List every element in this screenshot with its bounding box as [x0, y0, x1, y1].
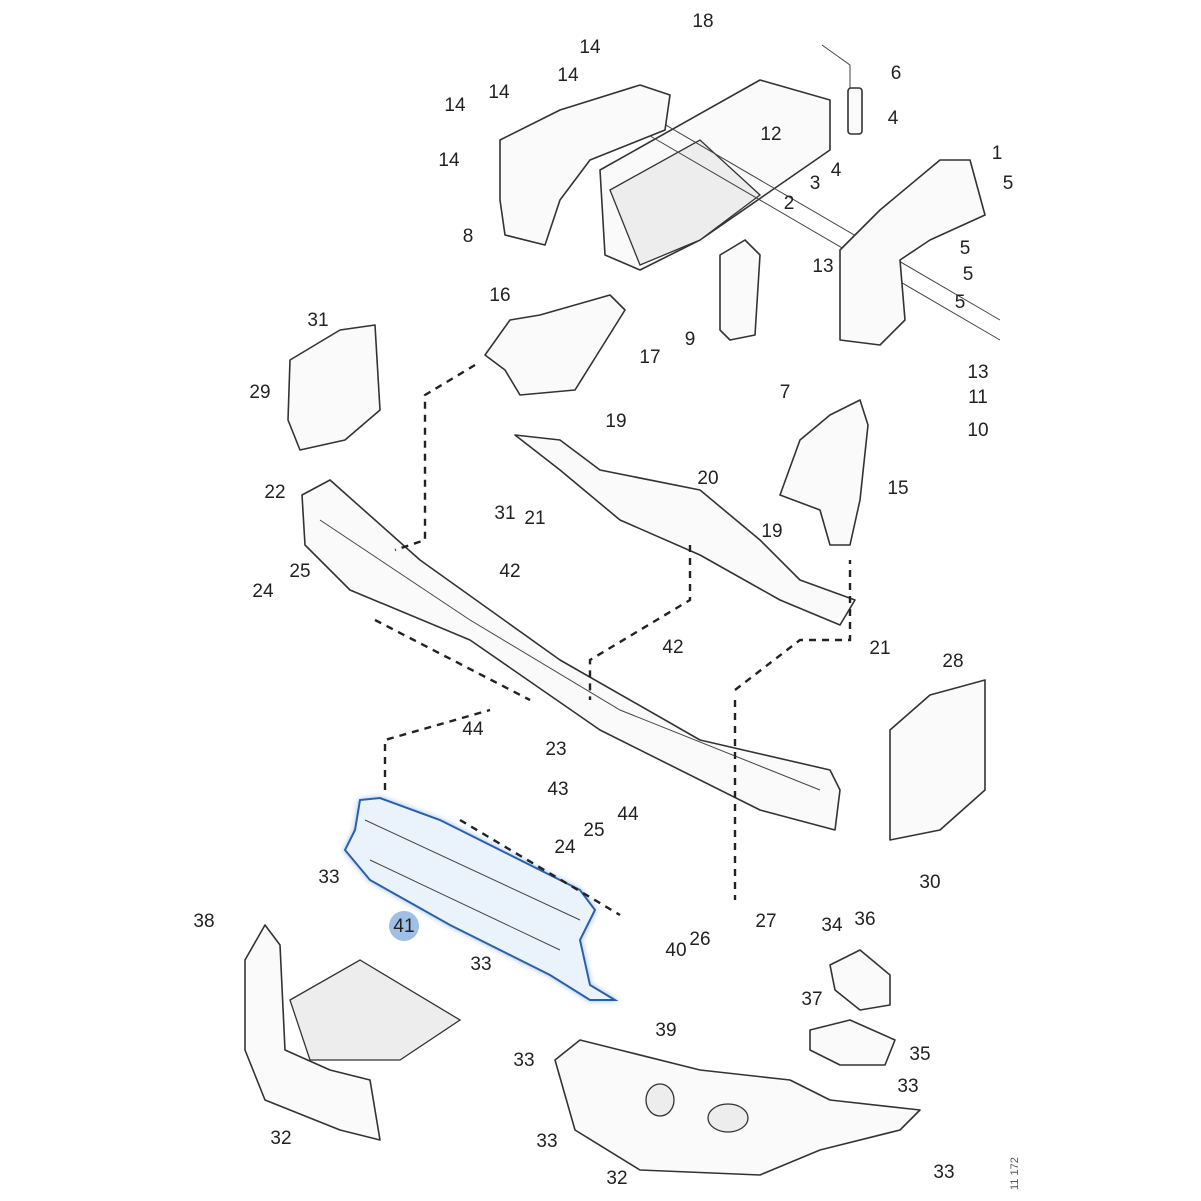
- callout-8[interactable]: 8: [463, 226, 474, 247]
- callout-32[interactable]: 32: [270, 1128, 291, 1149]
- callout-33[interactable]: 33: [513, 1050, 534, 1071]
- highlight-marker: [389, 911, 419, 941]
- callout-25[interactable]: 25: [583, 820, 604, 841]
- callout-33[interactable]: 33: [897, 1076, 918, 1097]
- bumper-beam-22: [301, 479, 841, 831]
- callout-12[interactable]: 12: [760, 124, 781, 145]
- callout-14[interactable]: 14: [579, 37, 601, 58]
- callout-17[interactable]: 17: [639, 347, 660, 368]
- callout-22[interactable]: 22: [264, 482, 285, 503]
- bracket-34: [829, 949, 891, 1011]
- callout-36[interactable]: 36: [854, 909, 875, 930]
- callout-33[interactable]: 33: [318, 867, 339, 888]
- callout-6[interactable]: 6: [891, 63, 902, 84]
- callout-5[interactable]: 5: [1003, 173, 1014, 194]
- callout-21[interactable]: 21: [869, 638, 890, 659]
- callout-10[interactable]: 10: [967, 420, 988, 441]
- callout-30[interactable]: 30: [919, 872, 940, 893]
- cross-member-20: [514, 434, 856, 626]
- callout-24[interactable]: 24: [252, 581, 274, 602]
- callout-44[interactable]: 44: [462, 719, 484, 740]
- callout-7[interactable]: 7: [780, 382, 791, 403]
- callout-31[interactable]: 31: [307, 310, 328, 331]
- callout-33[interactable]: 33: [933, 1162, 954, 1183]
- callout-13[interactable]: 13: [812, 256, 833, 277]
- bracket-35: [809, 1019, 896, 1066]
- skid-plate: [289, 959, 462, 1061]
- callout-37[interactable]: 37: [801, 989, 822, 1010]
- bracket-15: [779, 399, 869, 546]
- bracket-8: [499, 84, 671, 246]
- callout-38[interactable]: 38: [193, 911, 214, 932]
- callout-4[interactable]: 4: [831, 160, 842, 181]
- callout-1[interactable]: 1: [992, 143, 1003, 164]
- callout-27[interactable]: 27: [755, 911, 776, 932]
- callout-16[interactable]: 16: [489, 285, 510, 306]
- callout-33[interactable]: 33: [536, 1131, 557, 1152]
- callout-24[interactable]: 24: [554, 837, 576, 858]
- callout-21[interactable]: 21: [524, 508, 545, 529]
- plate-9: [719, 239, 761, 341]
- plate-28: [889, 679, 986, 841]
- sensor-6: [821, 44, 863, 135]
- callout-18[interactable]: 18: [692, 11, 713, 32]
- callout-15[interactable]: 15: [887, 478, 908, 499]
- callout-35[interactable]: 35: [909, 1044, 930, 1065]
- callout-43[interactable]: 43: [547, 779, 568, 800]
- callout-14[interactable]: 14: [488, 82, 510, 103]
- callout-26[interactable]: 26: [689, 929, 710, 950]
- callout-28[interactable]: 28: [942, 651, 963, 672]
- callout-42[interactable]: 42: [499, 561, 520, 582]
- callout-19[interactable]: 19: [761, 521, 782, 542]
- callout-2[interactable]: 2: [784, 193, 795, 214]
- callout-34[interactable]: 34: [821, 915, 843, 936]
- deflector-41-highlighted[interactable]: [343, 796, 619, 1001]
- callout-19[interactable]: 19: [605, 411, 626, 432]
- callout-31[interactable]: 31: [494, 503, 515, 524]
- callout-39[interactable]: 39: [655, 1020, 676, 1041]
- callout-33[interactable]: 33: [470, 954, 491, 975]
- callout-23[interactable]: 23: [545, 739, 566, 760]
- callout-44[interactable]: 44: [617, 804, 639, 825]
- callout-29[interactable]: 29: [249, 382, 270, 403]
- callout-11[interactable]: 11: [968, 387, 988, 408]
- frame-rail: [599, 79, 1001, 341]
- callout-14[interactable]: 14: [557, 65, 579, 86]
- plate-29: [287, 324, 381, 451]
- callout-25[interactable]: 25: [289, 561, 310, 582]
- bracket-1: [839, 159, 986, 346]
- callout-32[interactable]: 32: [606, 1168, 627, 1189]
- callout-4[interactable]: 4: [888, 108, 899, 129]
- callout-5[interactable]: 5: [955, 292, 966, 313]
- callout-5[interactable]: 5: [960, 238, 971, 259]
- callout-41[interactable]: 41: [393, 916, 414, 937]
- reference-number: 11 172: [1009, 1157, 1021, 1190]
- callout-9[interactable]: 9: [685, 329, 696, 350]
- callout-13[interactable]: 13: [967, 362, 988, 383]
- callout-5[interactable]: 5: [963, 264, 974, 285]
- assembly-lines: [374, 363, 852, 917]
- callout-40[interactable]: 40: [665, 940, 686, 961]
- bumper-corner-32-left: [244, 924, 381, 1141]
- callout-14[interactable]: 14: [438, 150, 460, 171]
- callout-3[interactable]: 3: [810, 173, 821, 194]
- callout-14[interactable]: 14: [444, 95, 466, 116]
- callout-42[interactable]: 42: [662, 637, 683, 658]
- bracket-16: [484, 294, 626, 396]
- callout-20[interactable]: 20: [697, 468, 718, 489]
